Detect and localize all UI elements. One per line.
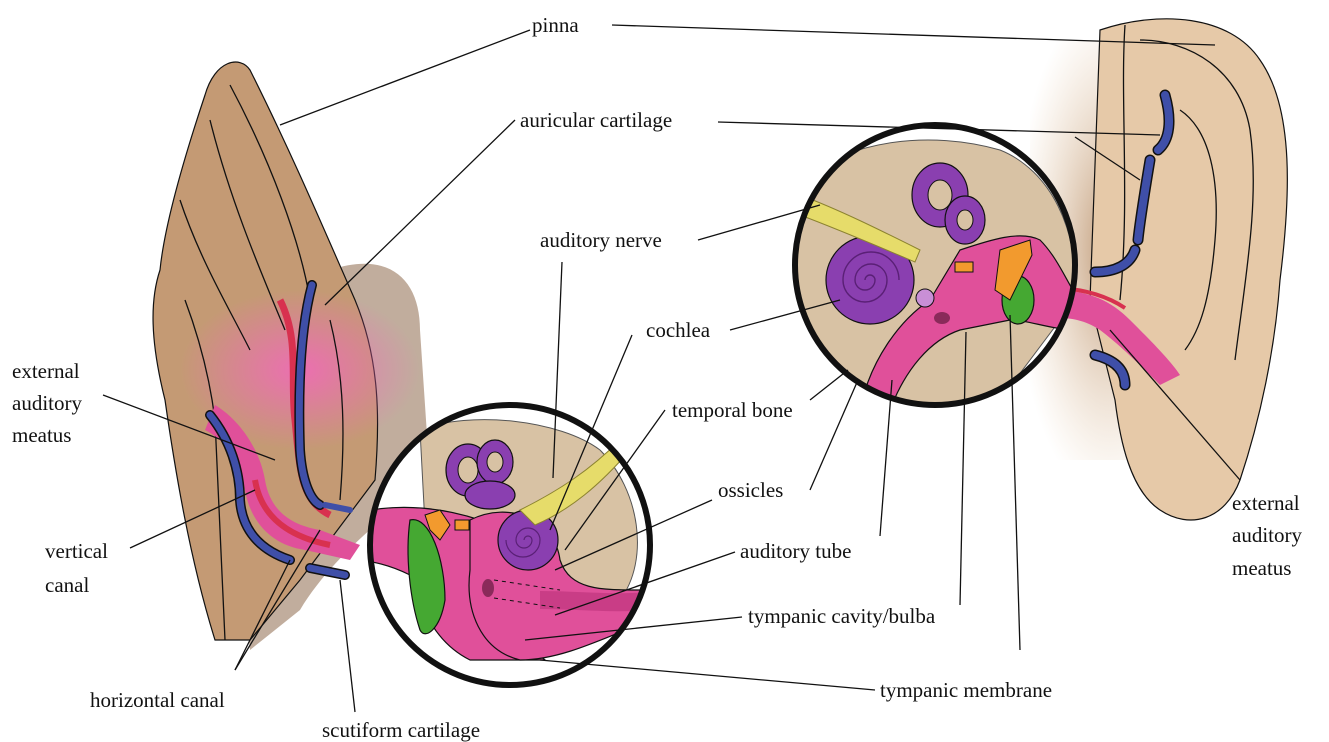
label-cochlea: cochlea [646,318,711,342]
label-pinna: pinna [532,13,579,37]
label-tympanic-membrane: tympanic membrane [880,678,1052,702]
label-horizontal-canal: horizontal canal [90,688,225,712]
label-external-auditory-meatus-right: external auditory meatus [1232,491,1307,580]
label-ossicles: ossicles [718,478,783,502]
label-vertical-canal: vertical canal [45,539,113,597]
label-external-auditory-meatus-left: external auditory meatus [12,359,87,447]
label-auricular-cartilage: auricular cartilage [520,108,672,132]
label-auditory-nerve: auditory nerve [540,228,662,252]
label-auditory-tube: auditory tube [740,539,851,563]
label-temporal-bone: temporal bone [672,398,793,422]
label-scutiform-cartilage: scutiform cartilage [322,718,480,742]
label-tympanic-cavity: tympanic cavity/bulba [748,604,936,628]
